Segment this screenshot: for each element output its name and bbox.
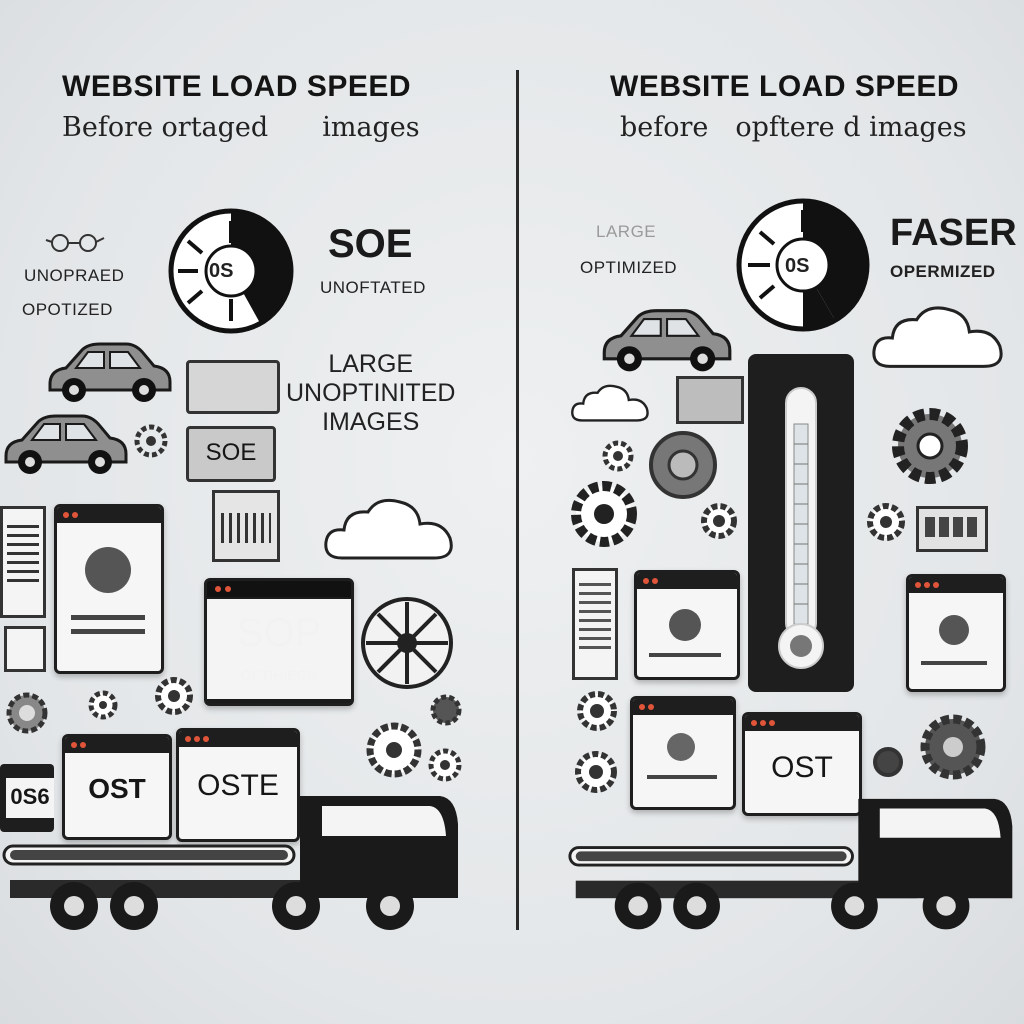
small-doc-icon: [4, 626, 46, 672]
thermometer-icon: [778, 387, 824, 669]
image-thumbnail: [669, 609, 701, 641]
device-icon: [676, 376, 744, 424]
wheel-icon: [361, 597, 453, 689]
after-panel: WEBSITE LOAD SPEED before opftere d imag…: [530, 0, 1024, 1024]
document-list-icon: [572, 568, 618, 680]
ost-window: OST: [742, 712, 862, 816]
optimized-label: OPTIMIZED: [580, 258, 678, 277]
dark-window-small-label: OPTIHIEGD: [240, 667, 318, 683]
grid-panel-icon: [212, 490, 280, 562]
ost-window-label: OST: [88, 773, 146, 804]
oste-window-label: OSTE: [197, 769, 279, 802]
gear-icon: [134, 424, 168, 458]
fan-icon: [649, 431, 717, 499]
gear-icon-3: [88, 690, 118, 720]
gear-icon-6: [575, 751, 617, 793]
browser-window-icon: [54, 504, 164, 674]
gear-icon-5: [577, 691, 617, 731]
large-unoptimized-label: LARGE UNOPTINITED IMAGES: [286, 350, 455, 437]
gear-icon-4: [6, 692, 48, 734]
image-thumbnail: [85, 547, 131, 593]
car-icon: [48, 342, 172, 402]
gear-icon-7: [920, 714, 986, 780]
right-subtitle: before opftere d images: [620, 112, 967, 143]
speed-gauge-icon: [736, 198, 870, 332]
faster-caption: OPERMIZED: [890, 262, 996, 281]
large-gear-icon: [892, 408, 968, 484]
gear-icon-4: [867, 503, 905, 541]
dark-window-big-label: SOP: [236, 611, 322, 655]
glasses-icon: [45, 234, 105, 252]
right-title: WEBSITE LOAD SPEED: [610, 70, 960, 103]
left-subtitle: Before ortaged images: [62, 112, 420, 143]
optimized-tag: OPOTIZED: [22, 300, 113, 319]
gear-icon-2: [155, 677, 193, 715]
faint-large-label: LARGE: [596, 222, 657, 241]
browser-window-icon: [634, 570, 740, 680]
gear-icon-3: [701, 503, 737, 539]
browser-window-icon-3: [630, 696, 736, 810]
small-cloud-icon: [571, 384, 649, 422]
soe-box-label: SOE: [205, 439, 257, 466]
gallery-widget: [916, 506, 988, 552]
cloud-icon: [872, 306, 1003, 368]
truck-icon: [2, 796, 458, 930]
corner-tile-label: 0S6: [10, 784, 50, 809]
gear-icon: [571, 481, 637, 547]
browser-window-icon-2: [906, 574, 1006, 692]
right-gauge-value: 0S: [785, 255, 810, 277]
left-gauge-value: 0S: [209, 260, 234, 282]
left-title: WEBSITE LOAD SPEED: [62, 70, 412, 103]
large-line-2: UNOPTINITED: [286, 379, 456, 407]
car-icon-2: [4, 414, 128, 474]
panel-divider: [516, 70, 519, 930]
oste-window: OSTE: [176, 728, 300, 842]
image-thumbnail-2: [939, 615, 969, 645]
ost-window: OST: [62, 734, 172, 840]
gear-icon-2: [602, 440, 634, 472]
unoptimized-tag: UNOPRAED: [24, 266, 125, 285]
truck-icon: [568, 798, 1013, 930]
gear-icon-8: [873, 747, 903, 777]
image-placeholder-box: [186, 360, 280, 414]
large-line-1: LARGE: [328, 350, 414, 378]
gear-icon-5: [366, 722, 422, 778]
left-gauge-caption: UNOFTATED: [320, 278, 426, 297]
corner-tile: 0S6: [0, 764, 54, 832]
faster-label: FASER: [890, 212, 1017, 254]
ost-window-label: OST: [771, 751, 833, 784]
gear-icon-7: [428, 748, 462, 782]
cloud-icon: [324, 498, 453, 560]
document-list-icon: [0, 506, 46, 618]
gear-icon-6: [430, 694, 462, 726]
car-icon: [602, 309, 732, 372]
speed-gauge-icon: [168, 208, 294, 334]
soe-box: SOE: [186, 426, 276, 482]
left-gauge-big-label: SOE: [328, 222, 413, 266]
thermometer-panel: [748, 354, 854, 692]
large-line-3: IMAGES: [322, 408, 420, 436]
dark-optimized-window: SOP OPTIHIEGD: [204, 578, 354, 706]
before-panel: WEBSITE LOAD SPEED Before ortaged images…: [0, 70, 462, 930]
